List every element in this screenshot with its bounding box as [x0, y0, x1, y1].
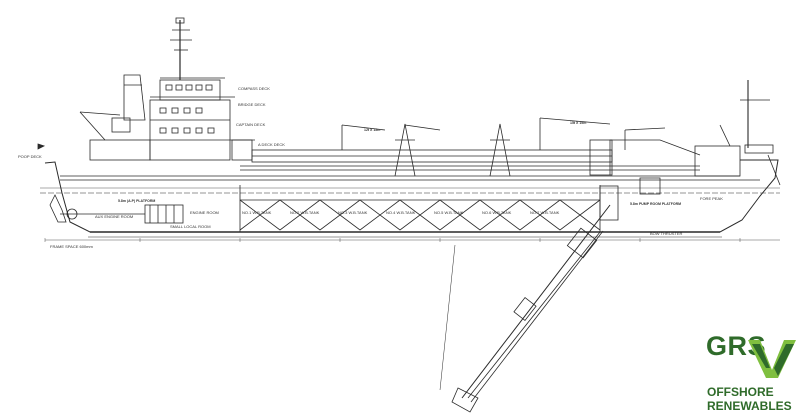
- label-pump-platform: 5.8m PUMP ROOM PLATFORM: [630, 202, 681, 206]
- label-bridge-deck: BRIDGE DECK: [238, 102, 266, 107]
- aft-crane: [79, 111, 131, 141]
- label-tank-7: NO.7 W.B.TANK: [530, 210, 560, 215]
- hopper-tank-labels: NO.1 W.B.TANK NO.2 W.B.TANK NO.3 W.B.TAN…: [242, 210, 560, 215]
- dredge-pump-room: [589, 139, 701, 221]
- frame-scale: [44, 238, 780, 242]
- label-tank-5: NO.5 W.B.TANK: [434, 210, 464, 215]
- logo-line2: RENEWABLES: [707, 399, 792, 413]
- hopper-structure: [239, 123, 700, 232]
- label-frame-spacing: FRAME SPACE 600mm: [50, 244, 93, 249]
- main-engines: [60, 204, 184, 224]
- hopper-crane-1: [341, 124, 441, 150]
- label-poop-deck: POOP DECK: [18, 154, 42, 159]
- hopper-crane-2: [539, 117, 666, 150]
- label-crane-2: 15t X 19m: [570, 121, 586, 125]
- logo-line1: OFFSHORE: [707, 385, 774, 399]
- label-tank-6: NO.6 W.B.TANK: [482, 210, 512, 215]
- label-pump-room: SMALL LOCAL ROOM: [170, 224, 211, 229]
- drag-arm: [439, 204, 611, 413]
- label-captain-deck: CAPTAIN DECK: [236, 122, 266, 127]
- label-forecastle: FORE PEAK: [700, 196, 723, 201]
- label-tank-1: NO.1 W.B.TANK: [242, 210, 272, 215]
- label-a-deck: A DECK DECK: [258, 142, 285, 147]
- label-aft-platform: 5.8m (A.P) PLATFORM: [118, 199, 155, 203]
- label-crane-1: 12t X 15m: [364, 128, 380, 132]
- logo-chevron-icon: [748, 340, 796, 378]
- compartment-labels: 5.8m (A.P) PLATFORM ENGINE ROOM AUX ENGI…: [50, 199, 682, 249]
- superstructure: [89, 17, 255, 161]
- label-tank-3: NO.3 W.B.TANK: [338, 210, 368, 215]
- crane-labels: 12t X 15m 15t X 19m: [364, 121, 586, 132]
- deck-labels: COMPASS DECK BRIDGE DECK CAPTAIN DECK A …: [18, 86, 723, 201]
- label-tank-2: NO.2 W.B.TANK: [290, 210, 320, 215]
- label-aux-engine: AUX ENGINE ROOM: [95, 214, 133, 219]
- hull-outline: [44, 159, 779, 238]
- label-bow-thruster: BOW THRUSTER: [650, 231, 682, 236]
- label-compass-deck: COMPASS DECK: [238, 86, 270, 91]
- label-tank-4: NO.4 W.B.TANK: [386, 210, 416, 215]
- label-engine-room: ENGINE ROOM: [190, 210, 219, 215]
- grs-logo: GRS OFFSHORE RENEWABLES: [706, 331, 796, 413]
- forecastle: [694, 80, 781, 186]
